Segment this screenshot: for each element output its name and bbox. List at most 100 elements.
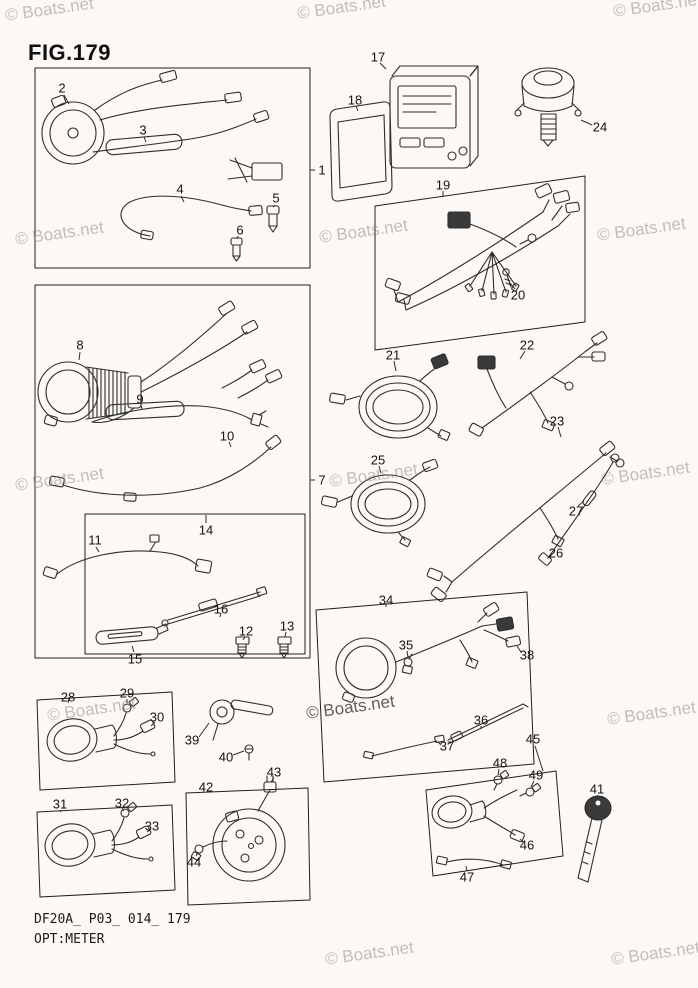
callout-9: 9	[136, 391, 144, 407]
leader-line-38	[516, 645, 522, 653]
part-16-rod	[161, 586, 268, 627]
callout-45: 45	[525, 731, 541, 747]
figure-title: FIG.179	[28, 40, 111, 65]
footer-caption: OPT:METER	[34, 932, 105, 947]
leader-line-44	[195, 851, 199, 857]
part-lead-connectors	[221, 359, 283, 399]
callout-39: 39	[184, 732, 200, 748]
leader-line-26	[547, 554, 552, 559]
leader-line-32	[121, 807, 125, 812]
callout-23: 23	[549, 413, 565, 429]
callout-35: 35	[398, 637, 414, 653]
callout-11: 11	[88, 532, 102, 548]
part-connector-block	[227, 157, 283, 183]
part-9-sleeve	[91, 400, 269, 428]
callout-2: 2	[58, 80, 66, 96]
leader-line-18	[355, 105, 359, 112]
leader-line-47	[465, 865, 468, 872]
leader-line-22	[519, 350, 526, 360]
leader-line-33	[146, 829, 151, 833]
leader-line-16	[219, 612, 222, 618]
part-39-40-lever	[209, 699, 274, 761]
leader-line-11	[95, 546, 100, 553]
part-15-bracket	[95, 623, 169, 645]
callout-17: 17	[370, 49, 386, 65]
callout-33: 33	[144, 818, 160, 834]
callout-1: 1	[318, 162, 326, 178]
part-36-rod	[447, 703, 529, 745]
callout-25: 25	[370, 452, 386, 468]
leader-line-46	[519, 838, 524, 843]
part-23-harness	[426, 440, 625, 602]
leader-line-2	[63, 94, 70, 105]
part-28-gauge-assembly	[46, 696, 156, 762]
callout-4: 4	[176, 181, 184, 197]
part-26-27-wire	[538, 453, 620, 566]
part-10-cable	[49, 434, 282, 502]
leader-line-35	[406, 650, 409, 658]
leader-line-28	[67, 697, 70, 704]
part-42-gauge-assembly	[190, 775, 286, 882]
callout-34: 34	[378, 592, 394, 608]
callout-31: 31	[52, 796, 68, 812]
callout-28: 28	[60, 689, 76, 705]
callout-43: 43	[266, 764, 282, 780]
part-22-harness	[468, 331, 608, 437]
part-34-gauge-assembly	[335, 602, 522, 703]
callout-6: 6	[236, 222, 244, 238]
group-outline-boxes	[34, 67, 586, 906]
callout-30: 30	[149, 709, 165, 725]
callout-10: 10	[219, 428, 235, 444]
callout-16: 16	[213, 601, 229, 617]
callout-19: 19	[435, 177, 451, 193]
footer-part-code: DF20A_ P03_ 014_ 179	[34, 912, 191, 927]
callout-22: 22	[519, 337, 535, 353]
callout-14: 14	[198, 522, 214, 538]
leader-line-5	[272, 204, 276, 208]
leader-line-48	[497, 768, 500, 776]
leader-line-40	[232, 750, 245, 756]
leader-line-25	[378, 465, 382, 474]
part-13-sensor	[277, 636, 292, 659]
leader-line-45	[534, 745, 544, 772]
part-37-cable	[363, 734, 445, 760]
leader-line-21	[393, 360, 397, 372]
leader-line-4	[180, 195, 185, 203]
leader-line-8	[78, 351, 81, 361]
callout-38: 38	[519, 647, 535, 663]
callout-7: 7	[318, 472, 326, 488]
part-31-gauge-assembly	[44, 801, 154, 867]
callout-37: 37	[439, 738, 455, 754]
leader-line-39	[198, 722, 210, 738]
leader-line-12	[242, 636, 246, 641]
callout-41: 41	[589, 781, 605, 797]
leader-line-30	[150, 721, 156, 727]
callout-26: 26	[548, 545, 564, 561]
leader-line-17	[379, 62, 387, 70]
leader-line-6	[236, 235, 239, 240]
leader-line-37	[437, 741, 442, 746]
callout-12: 12	[238, 623, 254, 639]
part-18-panel	[329, 101, 393, 202]
callout-15: 15	[127, 651, 143, 667]
callout-36: 36	[473, 712, 489, 728]
part-5-connector	[266, 205, 280, 233]
callout-13: 13	[279, 618, 295, 634]
leader-line-43	[270, 777, 275, 783]
part-2-gauge	[41, 69, 242, 165]
part-21-coil	[329, 353, 451, 441]
callout-8: 8	[76, 337, 84, 353]
part-19-harness	[384, 183, 580, 311]
callout-29: 29	[119, 685, 135, 701]
callout-42: 42	[198, 779, 214, 795]
callout-46: 46	[519, 837, 535, 853]
part-6-connector	[230, 237, 243, 262]
callout-18: 18	[347, 92, 363, 108]
leader-line-13	[284, 631, 287, 638]
part-47-cable	[435, 855, 512, 870]
callout-27: 27	[568, 503, 584, 519]
callout-20: 20	[510, 287, 526, 303]
part-20-screw	[502, 268, 512, 288]
